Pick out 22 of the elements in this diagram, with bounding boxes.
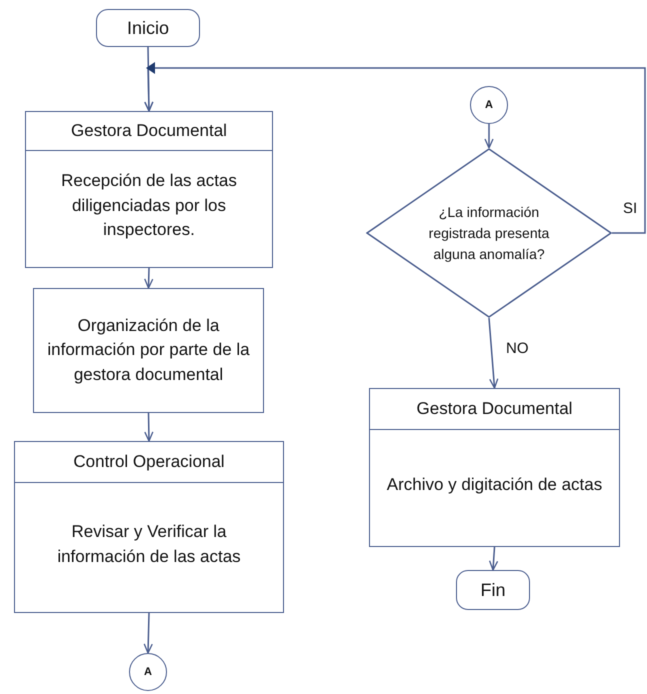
arrow bbox=[484, 124, 494, 149]
arrow bbox=[488, 318, 498, 389]
connector-circle: A bbox=[470, 86, 508, 124]
arrow bbox=[144, 62, 646, 234]
box-text: Archivo y digitación de actas bbox=[386, 474, 602, 496]
box-heading: Gestora Documental bbox=[71, 121, 227, 141]
decision-text: ¿La información registrada presenta alguna anomalía? bbox=[428, 202, 550, 264]
arrow bbox=[144, 268, 154, 289]
arrow bbox=[144, 412, 154, 442]
process-box: Organización de la información por parte de la gestora documental bbox=[33, 288, 264, 413]
arrow bbox=[144, 612, 153, 654]
terminal-box: Fin bbox=[456, 570, 530, 610]
box-text: Recepción de las actas diligenciadas por los inspectores. bbox=[60, 170, 238, 242]
connector-circle: A bbox=[129, 653, 167, 691]
box-heading: Control Operacional bbox=[73, 452, 225, 472]
process-box bbox=[14, 441, 284, 613]
box-text: Revisar y Verificar la información de las actas bbox=[56, 520, 242, 568]
process-box bbox=[25, 111, 273, 268]
terminal-box: Inicio bbox=[96, 9, 200, 47]
process-box bbox=[369, 388, 620, 547]
arrow bbox=[488, 546, 498, 571]
box-heading: Gestora Documental bbox=[416, 399, 572, 419]
